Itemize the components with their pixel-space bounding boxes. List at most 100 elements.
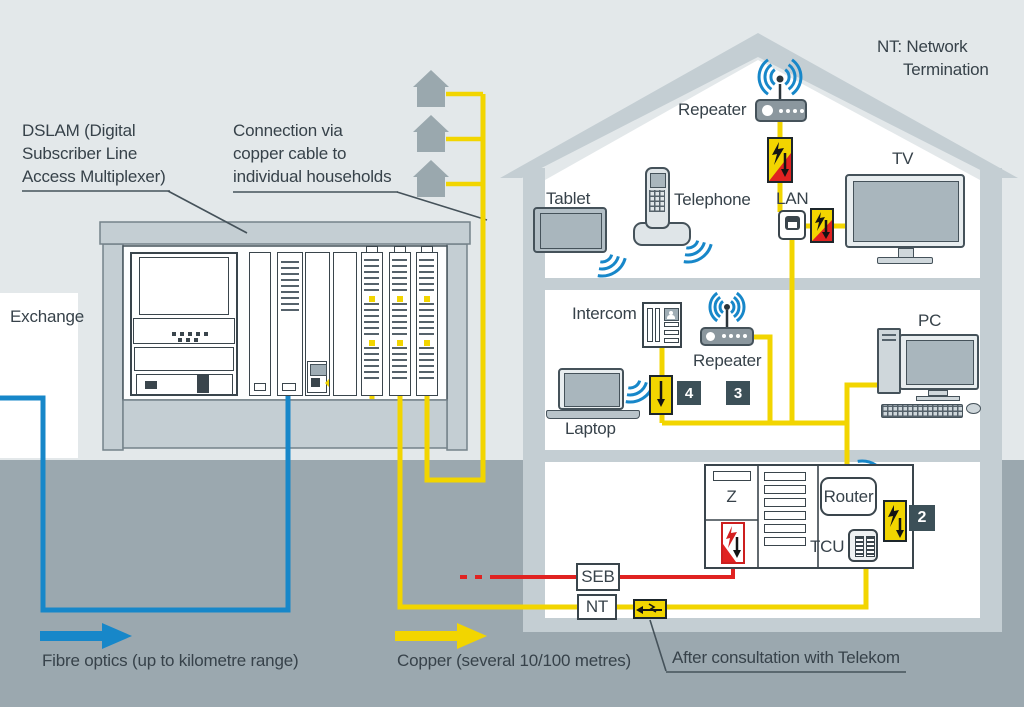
- nt-label: NT: [585, 597, 609, 616]
- wifi-icon: [683, 240, 713, 264]
- dslam-label: Access Multiplexer): [22, 167, 166, 186]
- connection-label: Connection via: [233, 121, 343, 140]
- legend-arrows: [40, 623, 487, 649]
- repeater-device: [700, 327, 754, 346]
- wifi-icon: [708, 291, 746, 323]
- tv-screen: [853, 181, 959, 242]
- lan-port: [785, 216, 800, 230]
- repeater-label: Repeater: [678, 100, 747, 119]
- telephone-label: Telephone: [674, 190, 751, 209]
- laptop-base: [546, 410, 640, 419]
- step-badge: 4: [677, 381, 701, 405]
- dslam-linecard-rack: [389, 252, 411, 396]
- dip-switches: [178, 338, 200, 342]
- step-badge: 2: [909, 505, 935, 531]
- terminal-bar: [764, 485, 806, 494]
- tcu-device: [848, 529, 878, 562]
- tcu-label: TCU: [810, 537, 845, 556]
- pc-keyboard: [881, 404, 963, 418]
- dslam-module-fibre: [277, 252, 303, 396]
- repeater-light: [762, 105, 773, 116]
- household-icons: [413, 70, 449, 197]
- io-arrow-icon: [321, 379, 329, 387]
- monitor-base: [916, 396, 960, 401]
- dslam-module-blank: [333, 252, 357, 396]
- tv-label: TV: [892, 149, 914, 168]
- nt-note: Termination: [903, 60, 989, 79]
- surge-protector-icon: [767, 137, 793, 183]
- dslam-module-blank: [249, 252, 271, 396]
- surge-protector-icon: [883, 500, 907, 542]
- wifi-icon: [597, 254, 627, 278]
- router-device: Router: [820, 477, 877, 516]
- wifi-icon: [757, 58, 803, 96]
- router-label: Router: [823, 486, 874, 506]
- dsl-filter-icon: [649, 375, 673, 415]
- phone-keypad: [649, 190, 665, 212]
- tablet-screen: [540, 213, 602, 249]
- intercom-device: [642, 302, 682, 348]
- module-foot: [254, 383, 266, 391]
- meter-slot: [713, 471, 751, 481]
- copper-legend-label: Copper (several 10/100 metres): [397, 651, 632, 670]
- step-badge: 3: [726, 381, 750, 405]
- house-icon: [413, 115, 449, 152]
- dslam-linecard-rack: [416, 252, 438, 396]
- nt-box: NT: [577, 594, 617, 620]
- heatsink: [281, 261, 299, 287]
- tv-base: [877, 257, 933, 264]
- meter-z-label: Z: [726, 487, 737, 506]
- module-foot: [282, 383, 296, 391]
- fibre-wiring: [0, 395, 291, 613]
- house-icon: [413, 160, 449, 197]
- house-icon: [413, 70, 449, 107]
- intercom-label: Intercom: [572, 304, 637, 323]
- phone-screen: [650, 173, 666, 188]
- fibre-arrow-icon: [40, 623, 132, 649]
- exchange-building: [0, 293, 78, 458]
- electrical-panel: [704, 464, 914, 569]
- laptop-label: Laptop: [565, 419, 616, 438]
- surge-protector-icon: [721, 522, 745, 564]
- connector: [197, 375, 209, 393]
- dslam-module-io: [305, 252, 330, 396]
- repeater-device: [755, 99, 807, 122]
- copper-arrow-icon: [395, 623, 487, 649]
- telekom-adapter-icon: [633, 599, 667, 619]
- terminal-bar: [764, 498, 806, 507]
- surge-protector-icon: [810, 208, 834, 243]
- tablet-label: Tablet: [546, 189, 591, 208]
- terminal-bar: [764, 472, 806, 481]
- leader-lines: [22, 190, 906, 673]
- dslam-label: DSLAM (Digital: [22, 121, 136, 140]
- terminal-bar: [764, 524, 806, 533]
- tablet-device: [533, 207, 607, 253]
- nt-note: NT: Network: [877, 37, 968, 56]
- consultation-note: After consultation with Telekom: [672, 648, 900, 667]
- pc-label: PC: [918, 311, 942, 330]
- antennas: [724, 75, 784, 328]
- io-port: [311, 378, 320, 387]
- dslam-linecard-rack: [361, 252, 383, 396]
- exchange-label: Exchange: [10, 307, 85, 326]
- pc-monitor: [899, 334, 979, 390]
- monitor-stand: [928, 390, 948, 396]
- dslam-module-controller: [130, 252, 238, 396]
- connector: [145, 381, 157, 389]
- dip-switches: [172, 332, 208, 336]
- laptop-screen: [558, 368, 624, 410]
- intercom-display: [664, 308, 679, 321]
- heatsink: [281, 291, 299, 313]
- panel-band: [136, 374, 233, 395]
- seb-box: SEB: [576, 563, 620, 591]
- terminal-bar: [764, 537, 806, 546]
- io-display: [310, 364, 327, 376]
- io-panel: [307, 361, 329, 393]
- seb-label: SEB: [581, 567, 615, 586]
- connection-label: copper cable to: [233, 144, 347, 163]
- lan-label: LAN: [776, 189, 809, 208]
- lan-socket: [778, 210, 806, 240]
- fibre-legend-label: Fibre optics (up to kilometre range): [42, 651, 299, 670]
- connection-label: individual households: [233, 167, 392, 186]
